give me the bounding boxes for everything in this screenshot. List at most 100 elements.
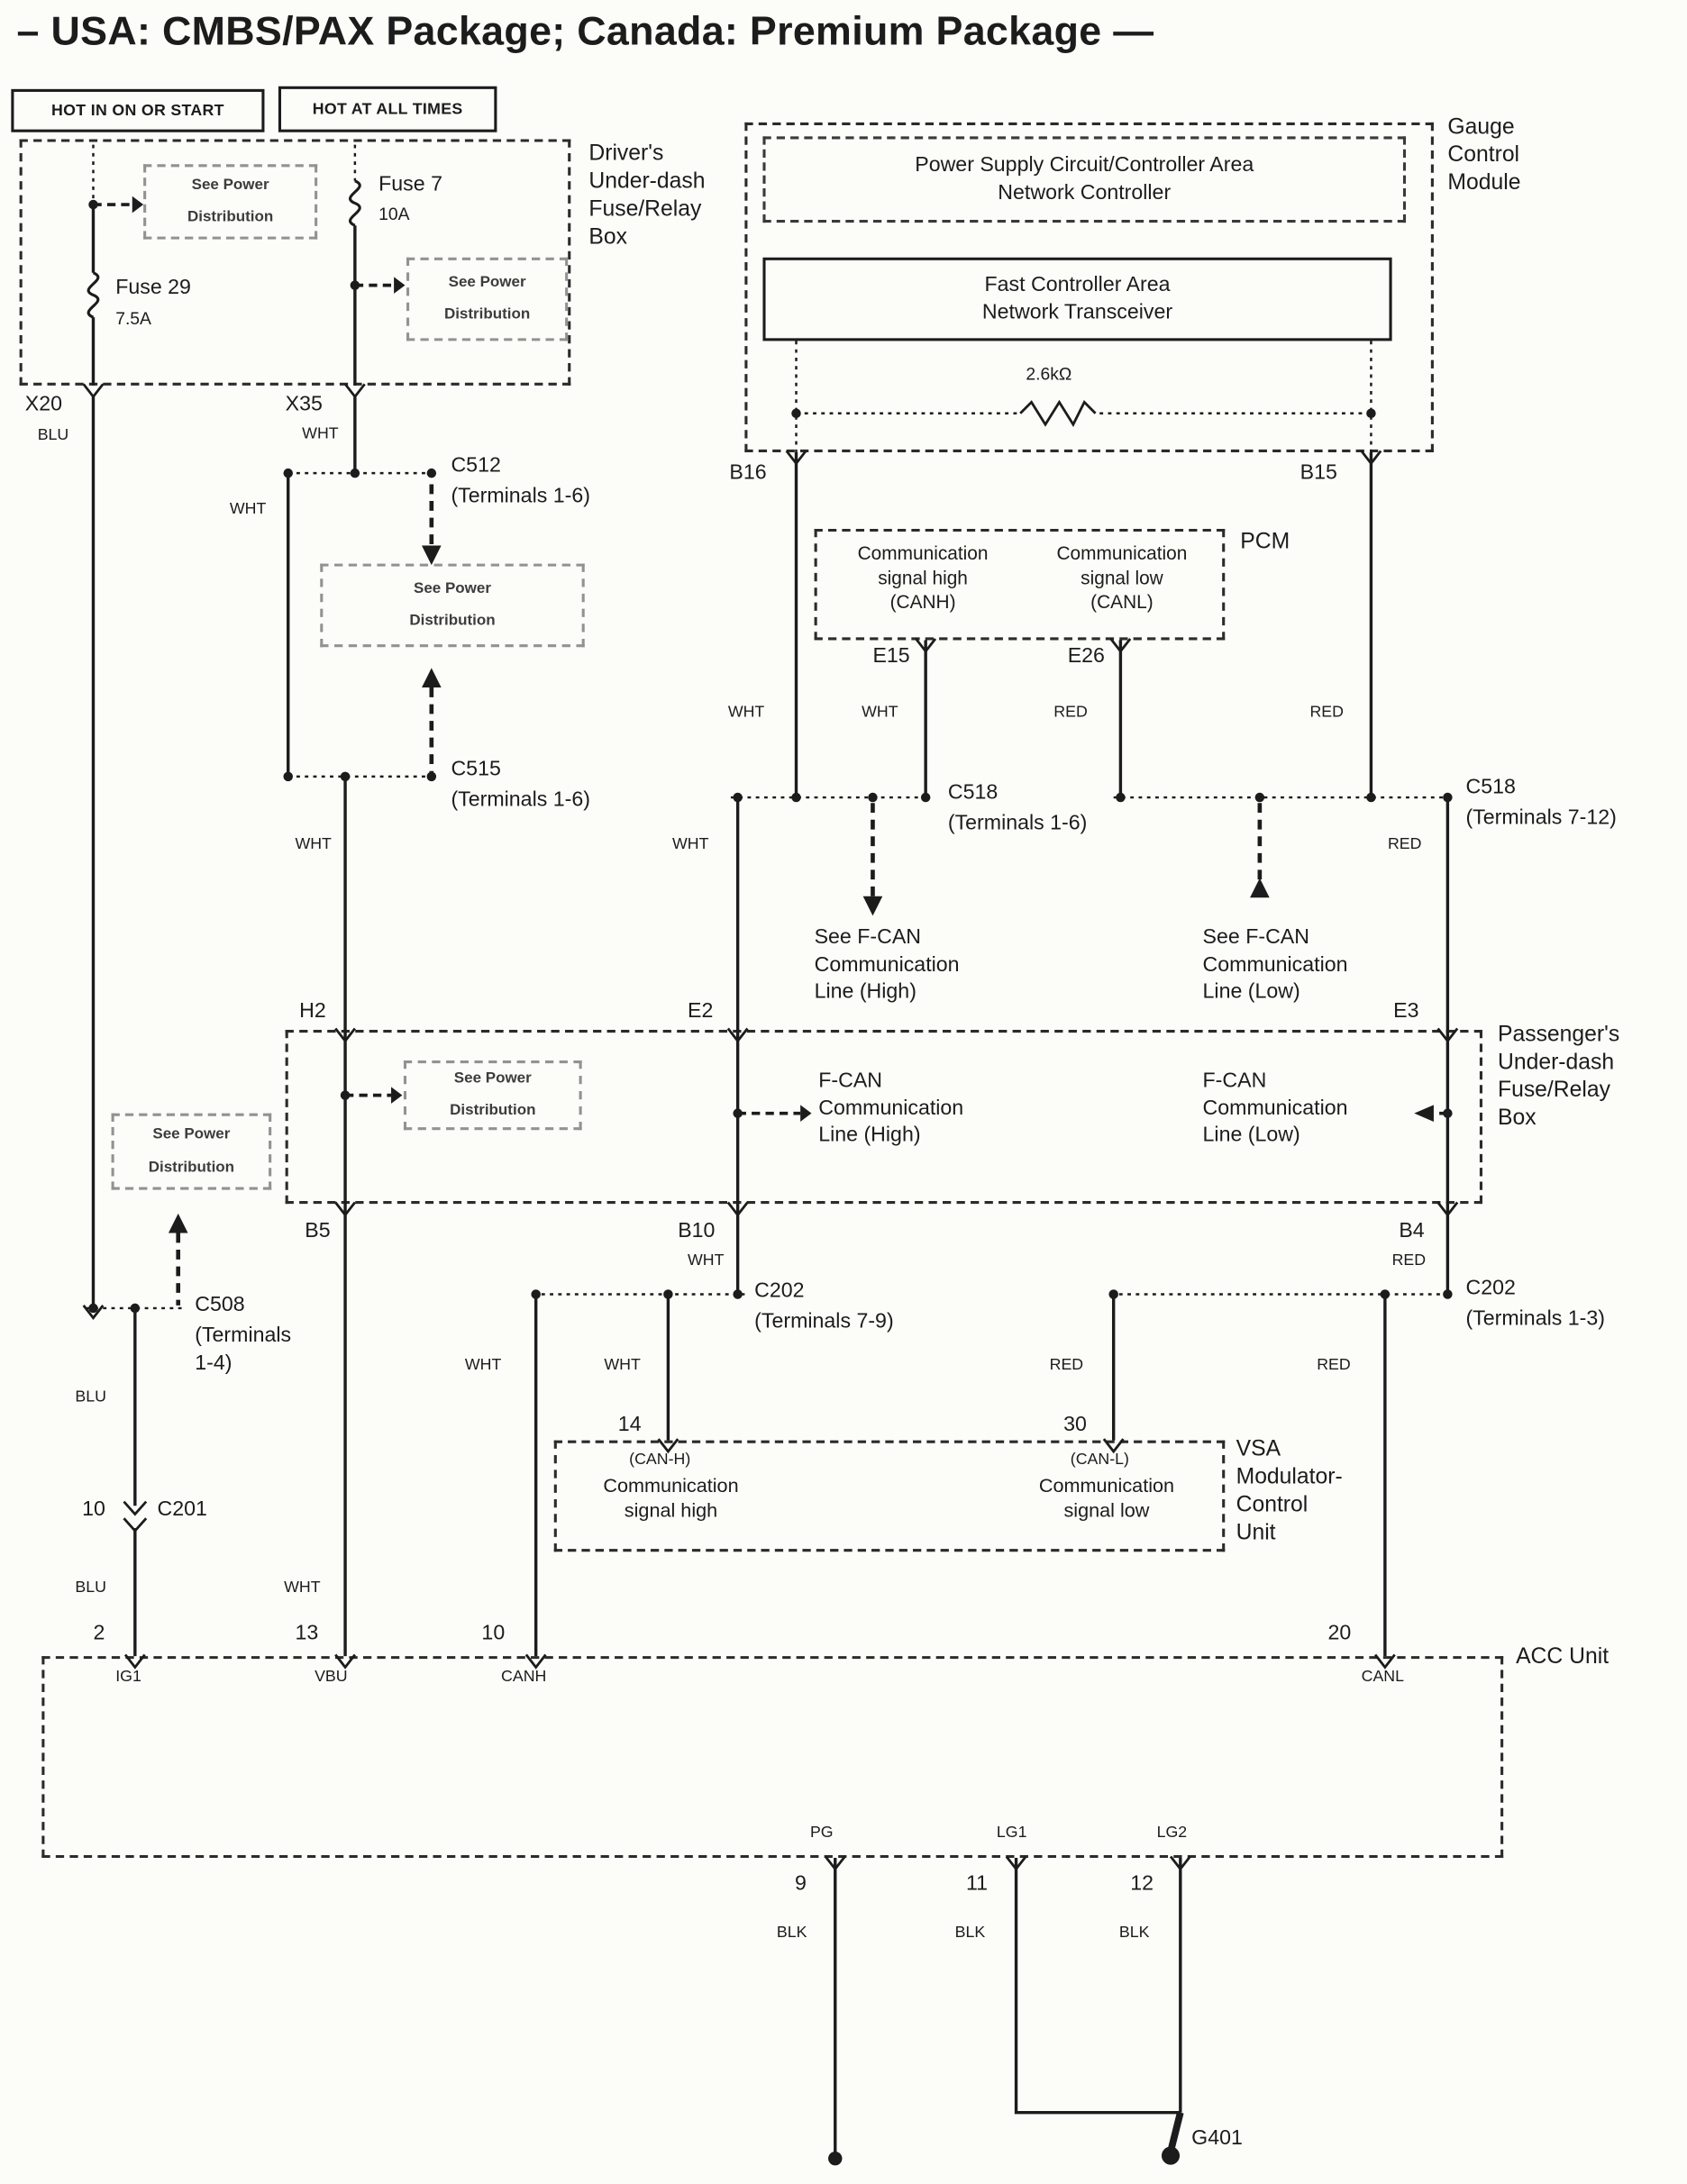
pin-e2-label: E2 [688, 999, 714, 1024]
pin-14-label: 14 [617, 1412, 642, 1437]
gauge-network-controller-label: Power Supply Circuit/Controller Area Net… [915, 152, 1254, 205]
acc-unit-label: ACC Unit [1516, 1644, 1609, 1669]
see-power-distribution-label: See Power Distribution [450, 1069, 536, 1119]
wire-color-blu: BLU [75, 1388, 106, 1406]
page-title: – USA: CMBS/PAX Package; Canada: Premium… [16, 9, 1154, 55]
wire-color-wht: WHT [727, 704, 765, 722]
fuse-29-label: Fuse 29 [115, 275, 191, 300]
wire-color-wht: WHT [672, 836, 709, 853]
fuse-7-label: Fuse 7 [378, 172, 442, 196]
wire-color-wht: WHT [862, 704, 898, 722]
ground-lead-g401 [1167, 2111, 1184, 2152]
fuse-7-amp-label: 10A [378, 205, 410, 224]
see-power-distribution-box-5: See Power Distribution [111, 1113, 272, 1190]
wire-color-blu: BLU [75, 1579, 106, 1597]
connector-c202-left-terminals: (Terminals 7-9) [754, 1309, 894, 1333]
connector-c201-label: C201 [157, 1497, 207, 1522]
see-fcan-high-label: See F-CAN Communication Line (High) [814, 925, 960, 1004]
wire-color-wht: WHT [284, 1579, 321, 1597]
connector-c202-right-terminals: (Terminals 1-3) [1465, 1306, 1605, 1331]
resistor-value-label: 2.6kΩ [1026, 364, 1072, 385]
connector-c515-terminals: (Terminals 1-6) [451, 787, 590, 812]
pin-e15-label: E15 [872, 644, 910, 669]
see-power-distribution-label: See Power Distribution [409, 579, 496, 630]
pin-e3-label: E3 [1393, 999, 1419, 1024]
pin-30-label: 30 [1063, 1412, 1087, 1437]
ground-symbols [828, 2111, 1184, 2166]
acc-unit-box [41, 1656, 1504, 1859]
passenger-fuse-relay-box [285, 1030, 1482, 1205]
see-power-distribution-label: See Power Distribution [148, 1126, 235, 1176]
see-power-distribution-label: See Power Distribution [187, 177, 274, 226]
pin-2-label: 2 [93, 1621, 105, 1645]
pin-b16-label: B16 [729, 460, 767, 485]
vsa-can-h-label: (CAN-H) [629, 1451, 691, 1469]
connector-c518-left-label: C518 [947, 780, 999, 805]
fcan-line-low-label: F-CAN Communication Line (Low) [1202, 1069, 1348, 1147]
hot-at-all-times-label: HOT AT ALL TIMES [312, 100, 463, 118]
connector-c202-left-label: C202 [754, 1279, 805, 1303]
wire-color-red: RED [1049, 1356, 1084, 1374]
vsa-can-l-label: (CAN-L) [1070, 1451, 1129, 1469]
connector-c508-label: C508 [195, 1292, 245, 1317]
connector-c508-terminals: (Terminals 1-4) [195, 1323, 292, 1375]
connector-c518-right-terminals: (Terminals 7-12) [1465, 805, 1617, 830]
see-power-distribution-box-4: See Power Distribution [403, 1060, 582, 1131]
wire-solid-lines [91, 205, 1450, 2155]
wire-color-wht: WHT [604, 1356, 641, 1374]
fuse-7-symbol [348, 179, 361, 227]
pin-13-label: 13 [295, 1621, 319, 1645]
wire-color-wht: WHT [295, 836, 332, 853]
acc-pin-pg-label: PG [809, 1824, 834, 1842]
connector-x35-label: X35 [285, 392, 323, 416]
wire-color-red: RED [1309, 704, 1344, 722]
wire-color-blu: BLU [37, 427, 69, 444]
acc-pin-lg1-label: LG1 [996, 1824, 1027, 1842]
wire-color-red: RED [1053, 704, 1088, 722]
pin-e26-label: E26 [1067, 644, 1105, 669]
pin-10-c201-label: 10 [82, 1497, 105, 1522]
ground-dot-pg [828, 2151, 843, 2166]
wire-color-wht: WHT [464, 1356, 502, 1374]
acc-pin-ig1-label: IG1 [115, 1668, 141, 1686]
pin-h2-label: H2 [299, 999, 326, 1024]
wire-color-red: RED [1387, 836, 1422, 853]
pin-9-label: 9 [794, 1871, 807, 1896]
pin-b4-label: B4 [1399, 1219, 1425, 1243]
connector-c202-right-label: C202 [1465, 1276, 1516, 1300]
wire-color-blk: BLK [954, 1925, 986, 1942]
vsa-modulator-box [553, 1440, 1226, 1552]
resistor-symbol [1019, 399, 1097, 427]
acc-pin-vbu-label: VBU [315, 1668, 348, 1686]
vsa-module-label: VSA Modulator- Control Unit [1236, 1437, 1343, 1545]
ground-dot-g401 [1161, 2146, 1181, 2165]
driver-fuse-relay-box [19, 139, 571, 386]
wire-color-red: RED [1391, 1252, 1427, 1269]
pin-b5-label: B5 [305, 1219, 331, 1243]
fuse-29-amp-label: 7.5A [115, 308, 151, 329]
pcm-label: PCM [1240, 530, 1290, 554]
see-fcan-low-label: See F-CAN Communication Line (Low) [1202, 925, 1348, 1004]
pin-b15-label: B15 [1299, 460, 1337, 485]
acc-pin-canh-label: CANH [501, 1668, 547, 1686]
connector-c512-terminals: (Terminals 1-6) [451, 484, 590, 508]
wire-color-blk: BLK [1118, 1925, 1150, 1942]
connector-c515-label: C515 [451, 757, 501, 781]
wire-color-wht: WHT [302, 425, 339, 443]
connector-chevron-marks [82, 383, 1459, 1871]
pcm-comm-signal-high: Communication signal high (CANH) [857, 542, 989, 613]
see-power-distribution-box-3: See Power Distribution [320, 563, 585, 648]
see-power-distribution-label: See Power Distribution [443, 274, 531, 323]
connector-c512-label: C512 [451, 453, 501, 478]
vsa-comm-signal-low: Communication signal low [1038, 1473, 1175, 1522]
acc-pin-canl-label: CANL [1361, 1668, 1405, 1686]
pcm-box [814, 528, 1226, 641]
gauge-control-module-box [744, 122, 1434, 452]
pin-20-label: 20 [1327, 1621, 1352, 1645]
pin-11-label: 11 [965, 1871, 989, 1896]
gauge-transceiver-box: Fast Controller Area Network Transceiver [762, 257, 1392, 341]
see-power-distribution-box-1: See Power Distribution [143, 164, 318, 240]
wire-color-red: RED [1317, 1356, 1351, 1374]
see-power-pointer-arrows [93, 196, 1448, 1122]
